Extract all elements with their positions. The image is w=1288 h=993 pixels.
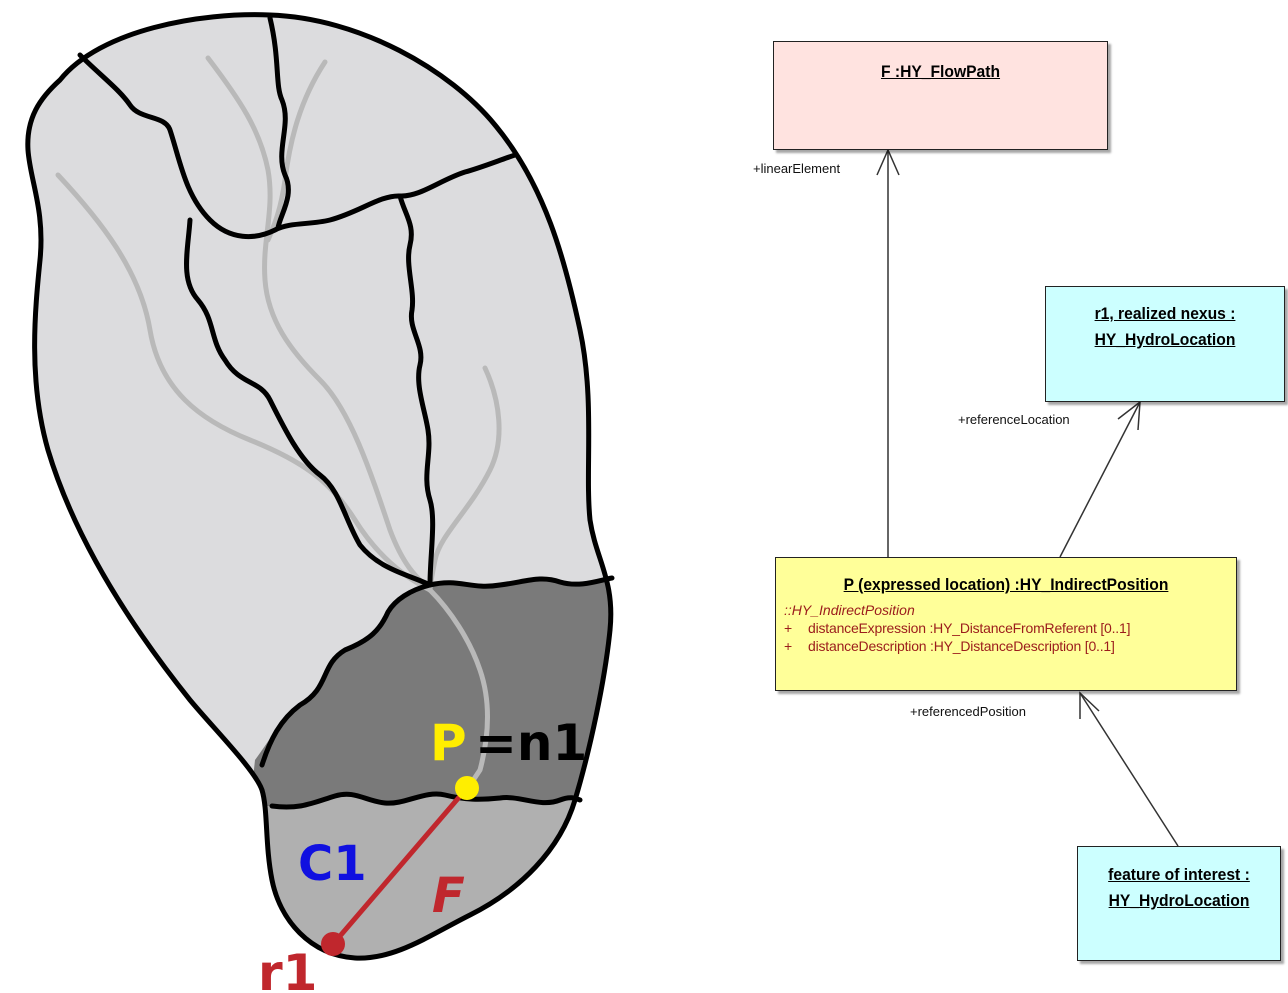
class-indirect-position-stereotype: ::HY_IndirectPosition xyxy=(784,602,915,618)
arrowhead-reference-location xyxy=(1117,400,1141,431)
class-indirect-position: P (expressed location) :HY_IndirectPosit… xyxy=(775,557,1237,691)
attribute-visibility: + xyxy=(784,620,792,636)
class-feature-of-interest: feature of interest : HY_HydroLocation xyxy=(1077,846,1281,961)
divide-line xyxy=(77,52,518,240)
label-f: F xyxy=(432,868,465,924)
attribute-distance-description: + distanceDescription :HY_DistanceDescrip… xyxy=(784,638,1236,654)
divide-line xyxy=(397,193,436,588)
point-p-marker xyxy=(455,776,479,800)
divide-line xyxy=(267,15,291,231)
class-realized-nexus-title: r1, realized nexus : xyxy=(1094,304,1236,323)
class-feature-of-interest-title: feature of interest : xyxy=(1108,865,1250,884)
association-referenced-position xyxy=(1079,692,1179,847)
class-flowpath: F :HY_FlowPath xyxy=(773,41,1108,150)
class-feature-of-interest-type: HY_HydroLocation xyxy=(1108,891,1250,910)
attribute-text: distanceExpression :HY_DistanceFromRefer… xyxy=(808,620,1131,636)
class-indirect-position-title: P (expressed location) :HY_IndirectPosit… xyxy=(843,575,1169,594)
class-realized-nexus-type: HY_HydroLocation xyxy=(1094,330,1236,349)
attribute-distance-expression: + distanceExpression :HY_DistanceFromRefe… xyxy=(784,620,1236,636)
flowpath-line xyxy=(331,785,470,946)
role-reference-location: +referenceLocation xyxy=(958,412,1070,427)
subcatchment-boundaries xyxy=(77,15,615,810)
stream-line xyxy=(265,59,328,243)
label-n1: =n1 xyxy=(475,714,587,772)
attribute-text: distanceDescription :HY_DistanceDescript… xyxy=(808,638,1115,654)
catchment-outline xyxy=(25,12,614,961)
arrowhead-referenced-position xyxy=(1079,691,1100,719)
divide-line xyxy=(269,791,583,810)
label-r1: r1 xyxy=(258,944,317,993)
stream-line xyxy=(205,55,433,593)
attribute-visibility: + xyxy=(784,638,792,654)
divide-line xyxy=(259,582,433,768)
dark-catchment xyxy=(250,578,611,808)
stream-line xyxy=(55,172,433,593)
uml-associations xyxy=(876,148,1179,847)
role-linear-element: +linearElement xyxy=(753,161,841,176)
association-reference-location xyxy=(1059,401,1141,558)
main-stream-line xyxy=(427,587,491,788)
class-flowpath-title: F :HY_FlowPath xyxy=(880,62,1001,81)
label-p: P xyxy=(430,714,467,772)
divide-line xyxy=(184,217,433,588)
divide-line xyxy=(427,575,615,589)
role-referenced-position: +referencedPosition xyxy=(910,704,1026,719)
label-c1: C1 xyxy=(298,836,367,892)
class-realized-nexus: r1, realized nexus : HY_HydroLocation xyxy=(1045,286,1285,402)
arrowhead-linear-element xyxy=(876,148,900,176)
point-r1-marker xyxy=(321,932,345,956)
